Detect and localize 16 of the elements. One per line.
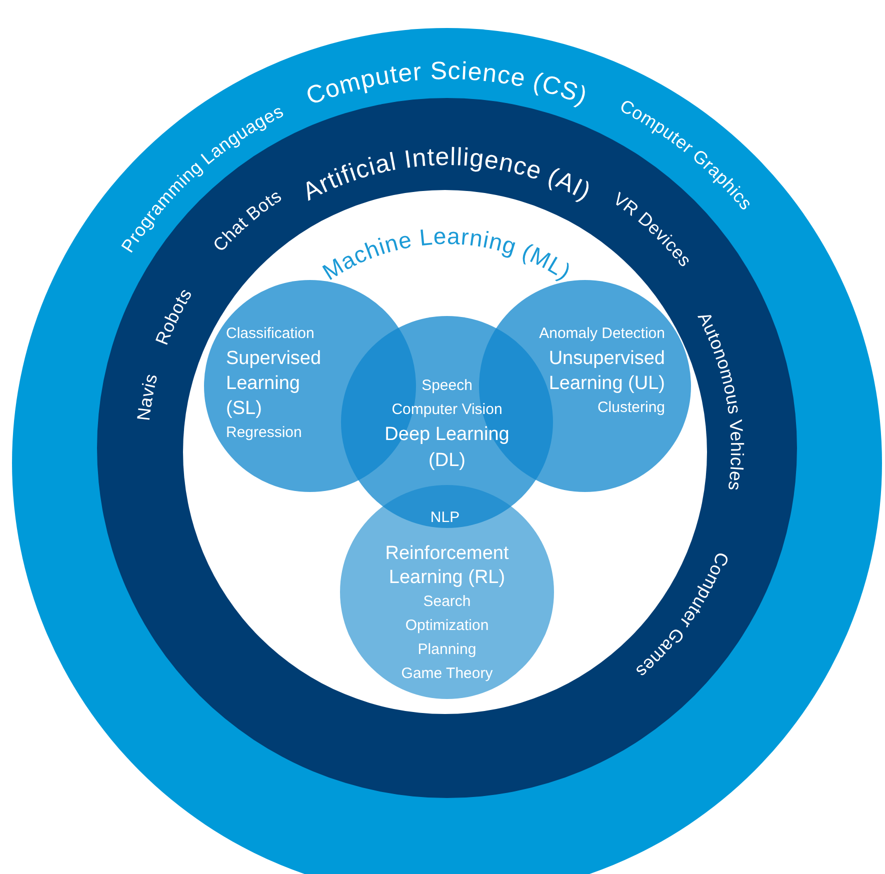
topic-label: Regression (226, 423, 302, 443)
topic-label: Search (423, 592, 471, 612)
topic-label: Planning (418, 640, 476, 660)
topic-label: Speech (422, 376, 472, 396)
topic-label: Clustering (597, 398, 665, 418)
topic-label: Anomaly Detection (539, 324, 665, 344)
ring-title: Computer Science (CS) (302, 56, 592, 110)
circle-title: Supervised Learning (SL) (226, 347, 322, 421)
topic-label: Classification (226, 324, 314, 344)
circle-title: Unsupervised Learning (UL) (548, 347, 665, 396)
overlap-label: NLP (430, 508, 460, 528)
circle-title: Reinforcement Learning (RL) (384, 542, 510, 590)
topic-label: Optimization (405, 616, 489, 636)
circle-title: Deep Learning (DL) (384, 423, 510, 473)
topic-label: Computer Vision (392, 400, 502, 420)
topic-label: Game Theory (401, 664, 493, 684)
